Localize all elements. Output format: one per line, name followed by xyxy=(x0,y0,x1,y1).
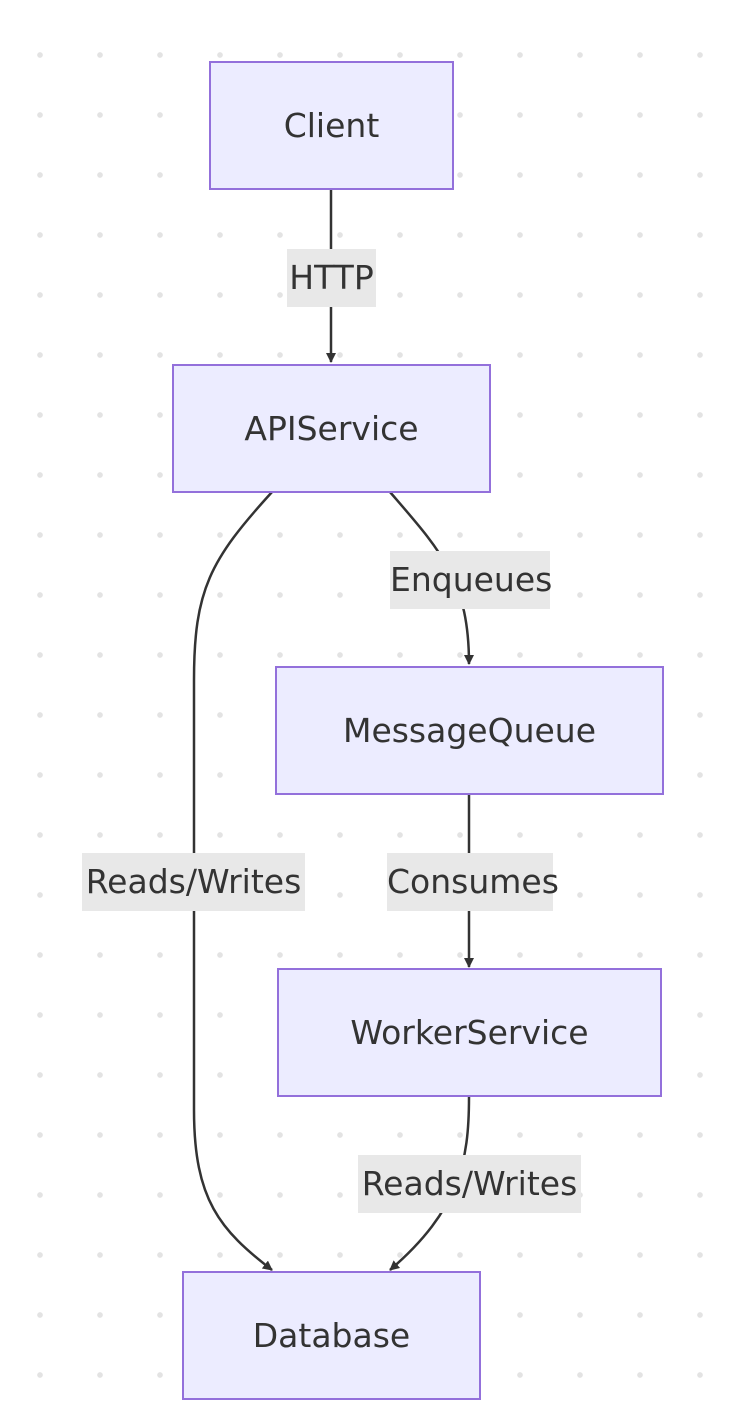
edge-label-http: HTTP xyxy=(287,249,376,307)
node-client[interactable]: Client xyxy=(209,61,454,190)
edge-label-worker-reads-writes: Reads/Writes xyxy=(358,1155,581,1213)
node-database[interactable]: Database xyxy=(182,1271,481,1400)
node-message-queue-label: MessageQueue xyxy=(342,711,597,750)
edge-api-to-database xyxy=(192,491,273,1271)
edge-label-api-reads-writes: Reads/Writes xyxy=(82,853,305,911)
node-worker-service[interactable]: WorkerService xyxy=(277,968,662,1097)
node-client-label: Client xyxy=(283,106,380,145)
node-message-queue[interactable]: MessageQueue xyxy=(275,666,664,795)
node-database-label: Database xyxy=(252,1316,411,1355)
node-api-service[interactable]: APIService xyxy=(172,364,491,493)
node-api-service-label: APIService xyxy=(244,409,419,448)
edge-label-enqueues: Enqueues xyxy=(390,551,552,609)
node-worker-service-label: WorkerService xyxy=(350,1013,589,1052)
edge-label-consumes: Consumes xyxy=(387,853,559,911)
